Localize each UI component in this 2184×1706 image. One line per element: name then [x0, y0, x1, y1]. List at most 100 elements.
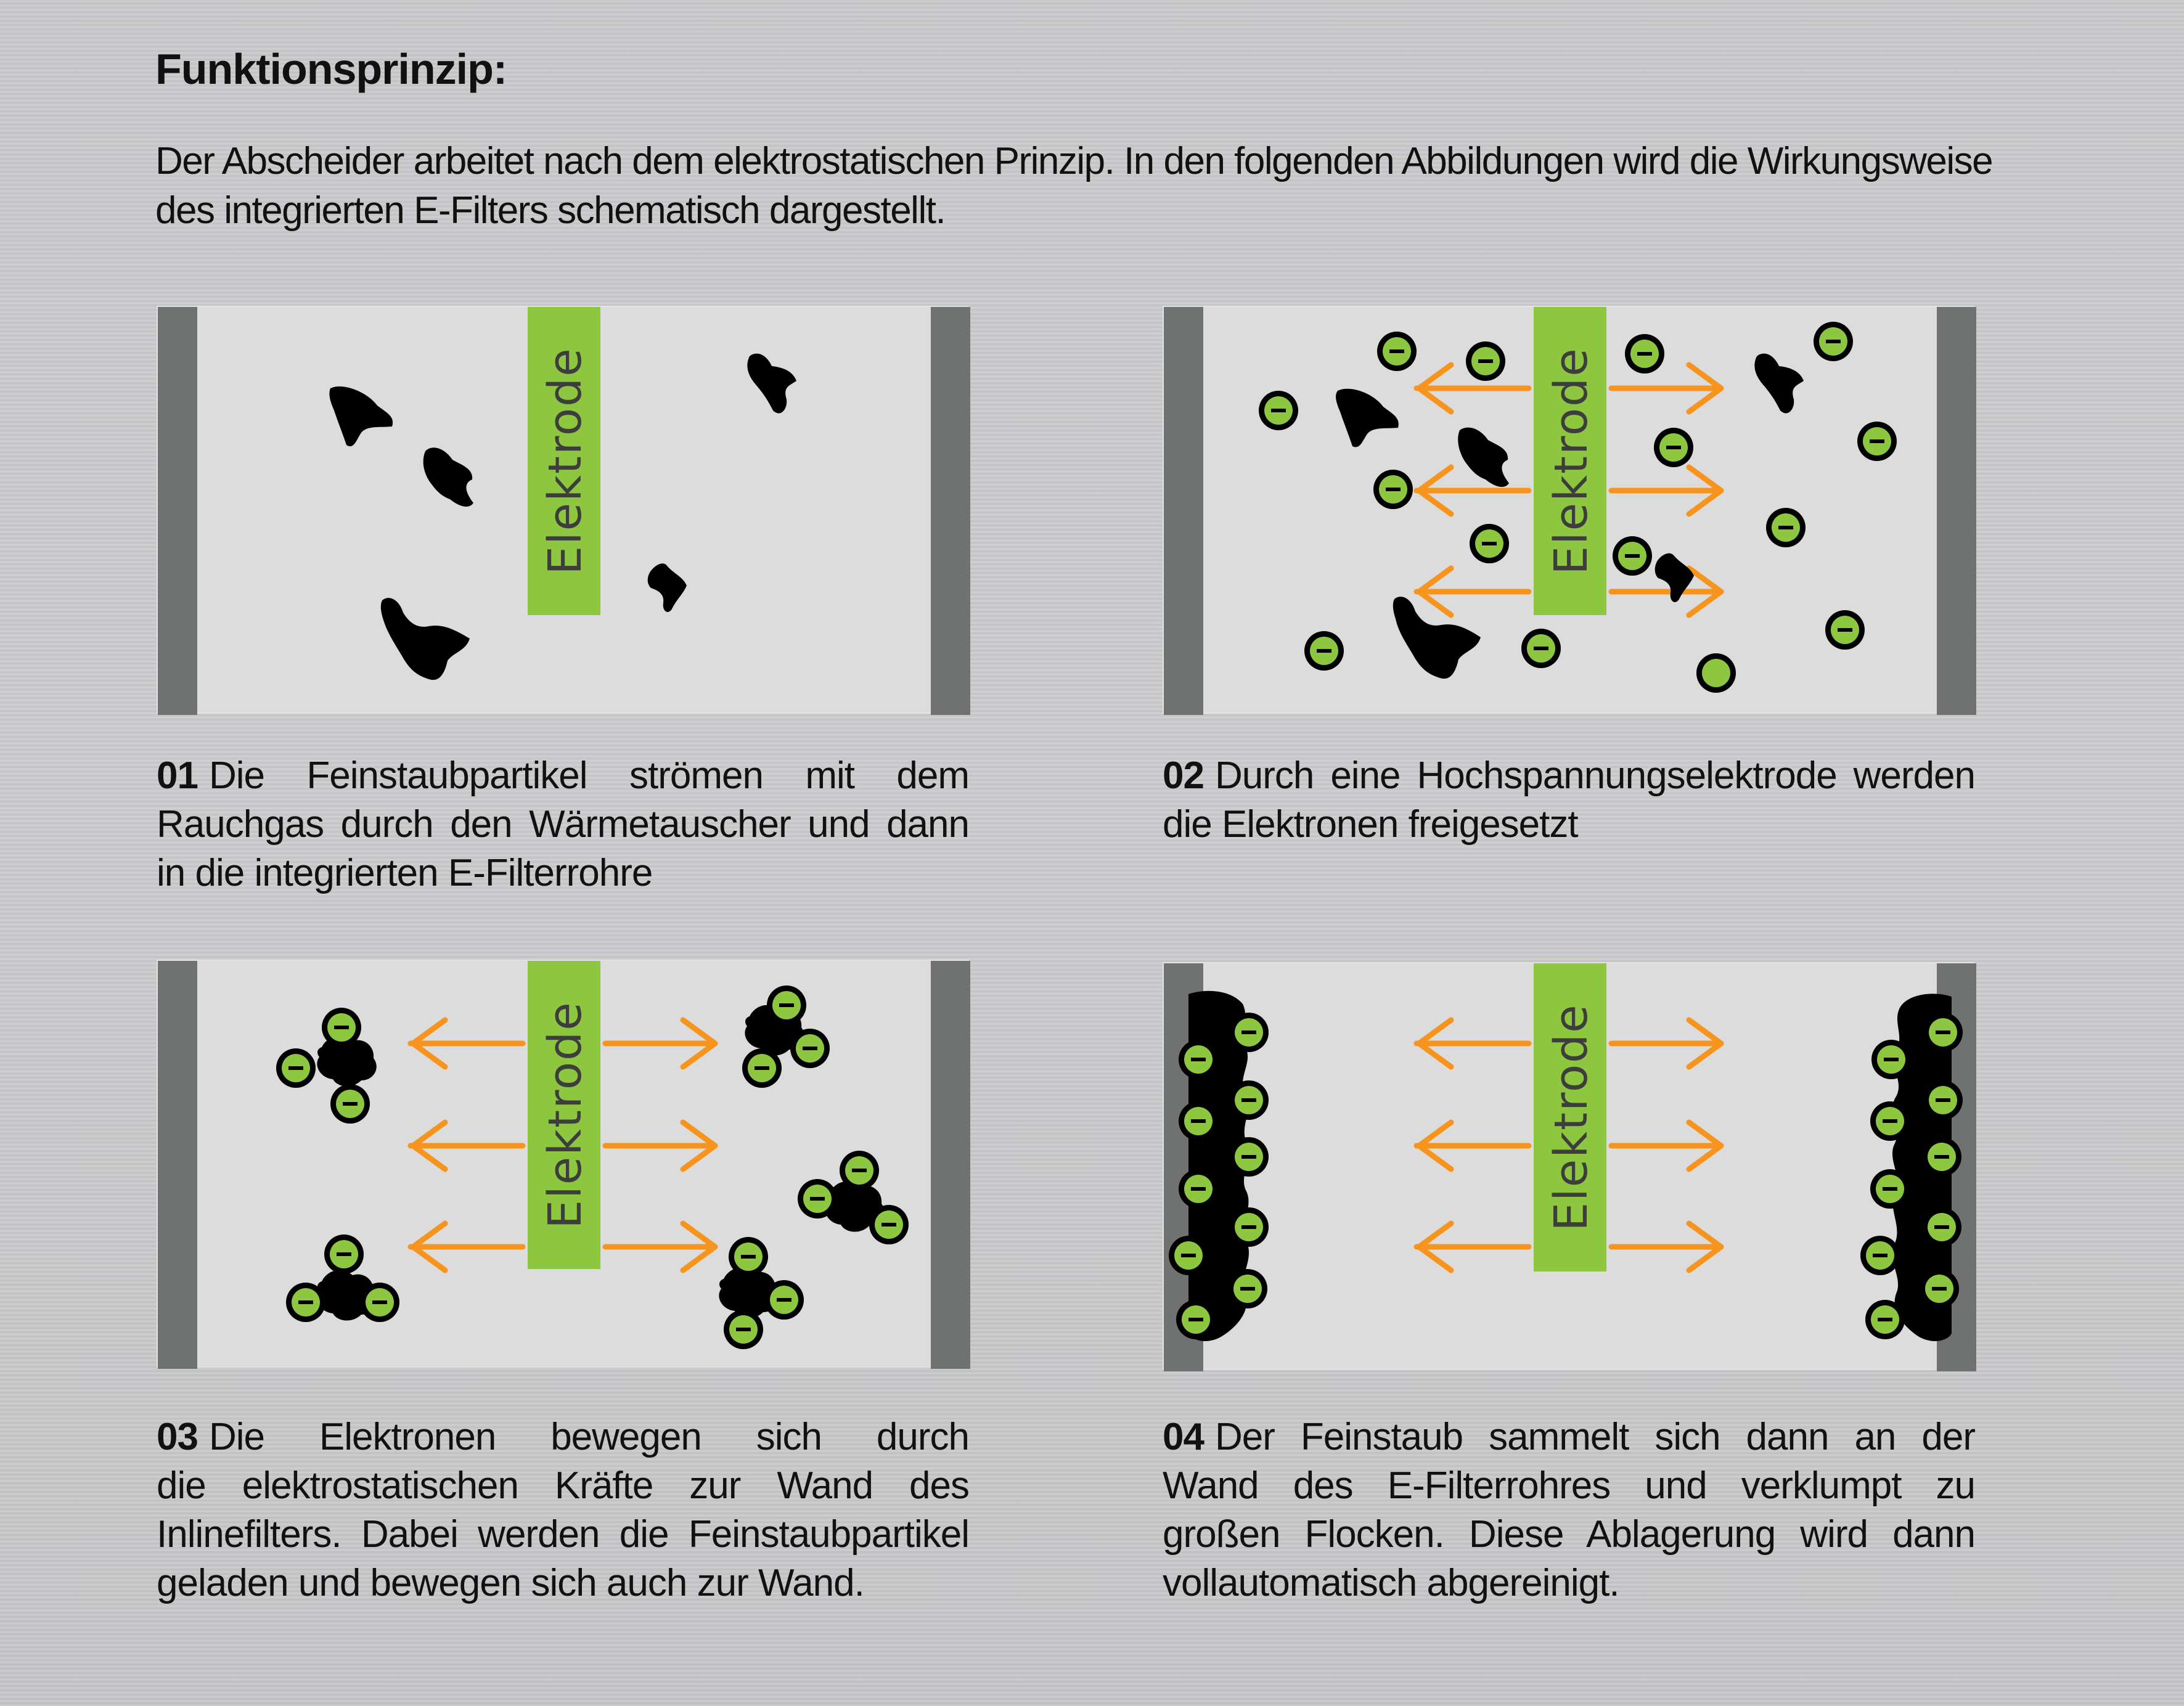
caption-01-line-2: Rauchgas durch den Wärmetauscher und dan…	[157, 803, 970, 846]
step-number-02: 02	[1163, 754, 1204, 797]
caption-02-text-1: Durch eine Hochspannungselektrode werden	[1214, 754, 1976, 797]
dust-particle	[1336, 388, 1399, 447]
electron	[1860, 1236, 1900, 1275]
dust-deposit-right	[1860, 994, 1963, 1341]
electron	[1870, 1101, 1910, 1141]
electron	[324, 1235, 364, 1274]
dust-particles	[329, 353, 796, 680]
electron	[1373, 470, 1413, 509]
step-number-01: 01	[157, 754, 198, 797]
caption-04-line-2: Wand des E-Filterrohres und verklumpt zu	[1163, 1464, 1976, 1507]
electron	[1825, 610, 1865, 650]
electron	[1923, 1013, 1963, 1052]
electron	[790, 1029, 830, 1068]
filter-wall-right	[1937, 307, 1976, 715]
electron	[1871, 1040, 1911, 1079]
dust-deposit-left	[1169, 990, 1269, 1341]
charged-particle-group	[798, 1151, 909, 1244]
electron	[1625, 334, 1664, 373]
caption-03-text-1: Die Elektronen bewegen sich durch	[208, 1416, 970, 1458]
caption-01-text-1: Die Feinstaubpartikel strömen mit dem	[208, 754, 970, 797]
electron-plain	[1696, 653, 1736, 693]
charged-particle-group	[276, 1008, 377, 1124]
intro-text: Der Abscheider arbeitet nach dem elektro…	[155, 137, 2066, 235]
electron	[322, 1008, 361, 1047]
charged-particle-group	[742, 986, 830, 1088]
page-title: Funktionsprinzip:	[155, 45, 507, 93]
electron	[742, 1048, 782, 1088]
caption-04-line-4: vollautomatisch abgereinigt.	[1163, 1562, 1620, 1604]
caption-02-line-2: die Elektronen freigesetzt	[1163, 803, 1579, 846]
electron	[1169, 1236, 1208, 1275]
electron	[764, 1280, 804, 1320]
electrode-label: Elektrode	[1545, 1003, 1598, 1231]
diagram-panel-02: Elektrode	[1163, 306, 1976, 715]
electrode-bar	[1534, 307, 1606, 615]
electrode-label: Elektrode	[539, 1001, 592, 1228]
electron	[1229, 1080, 1269, 1120]
filter-wall-left	[158, 307, 197, 715]
electron	[1613, 536, 1652, 576]
caption-03-line-2: die elektrostatischen Kräfte zur Wand de…	[157, 1464, 970, 1507]
electron	[1766, 508, 1806, 547]
electron	[1814, 322, 1853, 361]
electron	[1377, 332, 1417, 371]
electron	[798, 1179, 837, 1218]
electron	[1870, 1169, 1910, 1209]
diagram-03-svg: Elektrode	[158, 961, 970, 1369]
electron	[1466, 341, 1505, 381]
caption-03-line-3: Inlinefilters. Dabei werden die Feinstau…	[157, 1513, 970, 1556]
electron	[1179, 1169, 1218, 1209]
electron	[1229, 1207, 1269, 1247]
electron	[1179, 1101, 1218, 1141]
electron	[330, 1084, 370, 1124]
dust-particle	[1654, 553, 1694, 602]
filter-wall-left	[158, 961, 197, 1369]
electrode-bar	[528, 307, 600, 615]
electron	[1229, 1013, 1269, 1052]
dust-particle	[647, 563, 687, 612]
dust-particle	[1458, 427, 1509, 488]
diagram-panel-03: Elektrode	[157, 960, 970, 1369]
electron	[286, 1283, 325, 1322]
diagram-panel-01: Elektrode	[157, 306, 970, 715]
step-number-04: 04	[1163, 1416, 1204, 1458]
dust-particle	[1754, 353, 1804, 414]
electrode-label: Elektrode	[1545, 347, 1598, 574]
electron	[729, 1237, 768, 1276]
electrode-bar	[528, 961, 600, 1269]
electron	[360, 1283, 399, 1322]
electron	[1229, 1137, 1269, 1177]
electron	[840, 1151, 879, 1190]
electron	[767, 986, 806, 1025]
electron	[1922, 1207, 1961, 1247]
dust-particle	[423, 447, 473, 507]
electron	[1920, 1269, 1959, 1308]
dust-particles	[1336, 353, 1804, 679]
electron	[1923, 1080, 1963, 1120]
dust-particle	[329, 386, 393, 447]
filter-wall-right	[931, 961, 970, 1369]
caption-04-line-3: großen Flocken. Diese Ablagerung wird da…	[1163, 1513, 1976, 1556]
electron	[1176, 1300, 1216, 1339]
electron	[1259, 391, 1298, 430]
dust-particle	[380, 598, 470, 680]
intro-line-1: Der Abscheider arbeitet nach dem elektro…	[155, 140, 1994, 182]
electron	[1922, 1137, 1961, 1177]
dust-flake-layer	[1892, 994, 1952, 1341]
caption-04-text-1: Der Feinstaub sammelt sich dann an der	[1214, 1416, 1976, 1458]
electron	[1654, 428, 1693, 467]
filter-wall-left	[1164, 307, 1203, 715]
electron	[869, 1205, 909, 1244]
dust-particle	[747, 353, 796, 414]
step-number-03: 03	[157, 1416, 198, 1458]
caption-03-line-4: geladen und bewegen sich auch zur Wand.	[157, 1562, 865, 1604]
intro-line-2: des integrierten E-Filters schematisch d…	[155, 189, 946, 232]
